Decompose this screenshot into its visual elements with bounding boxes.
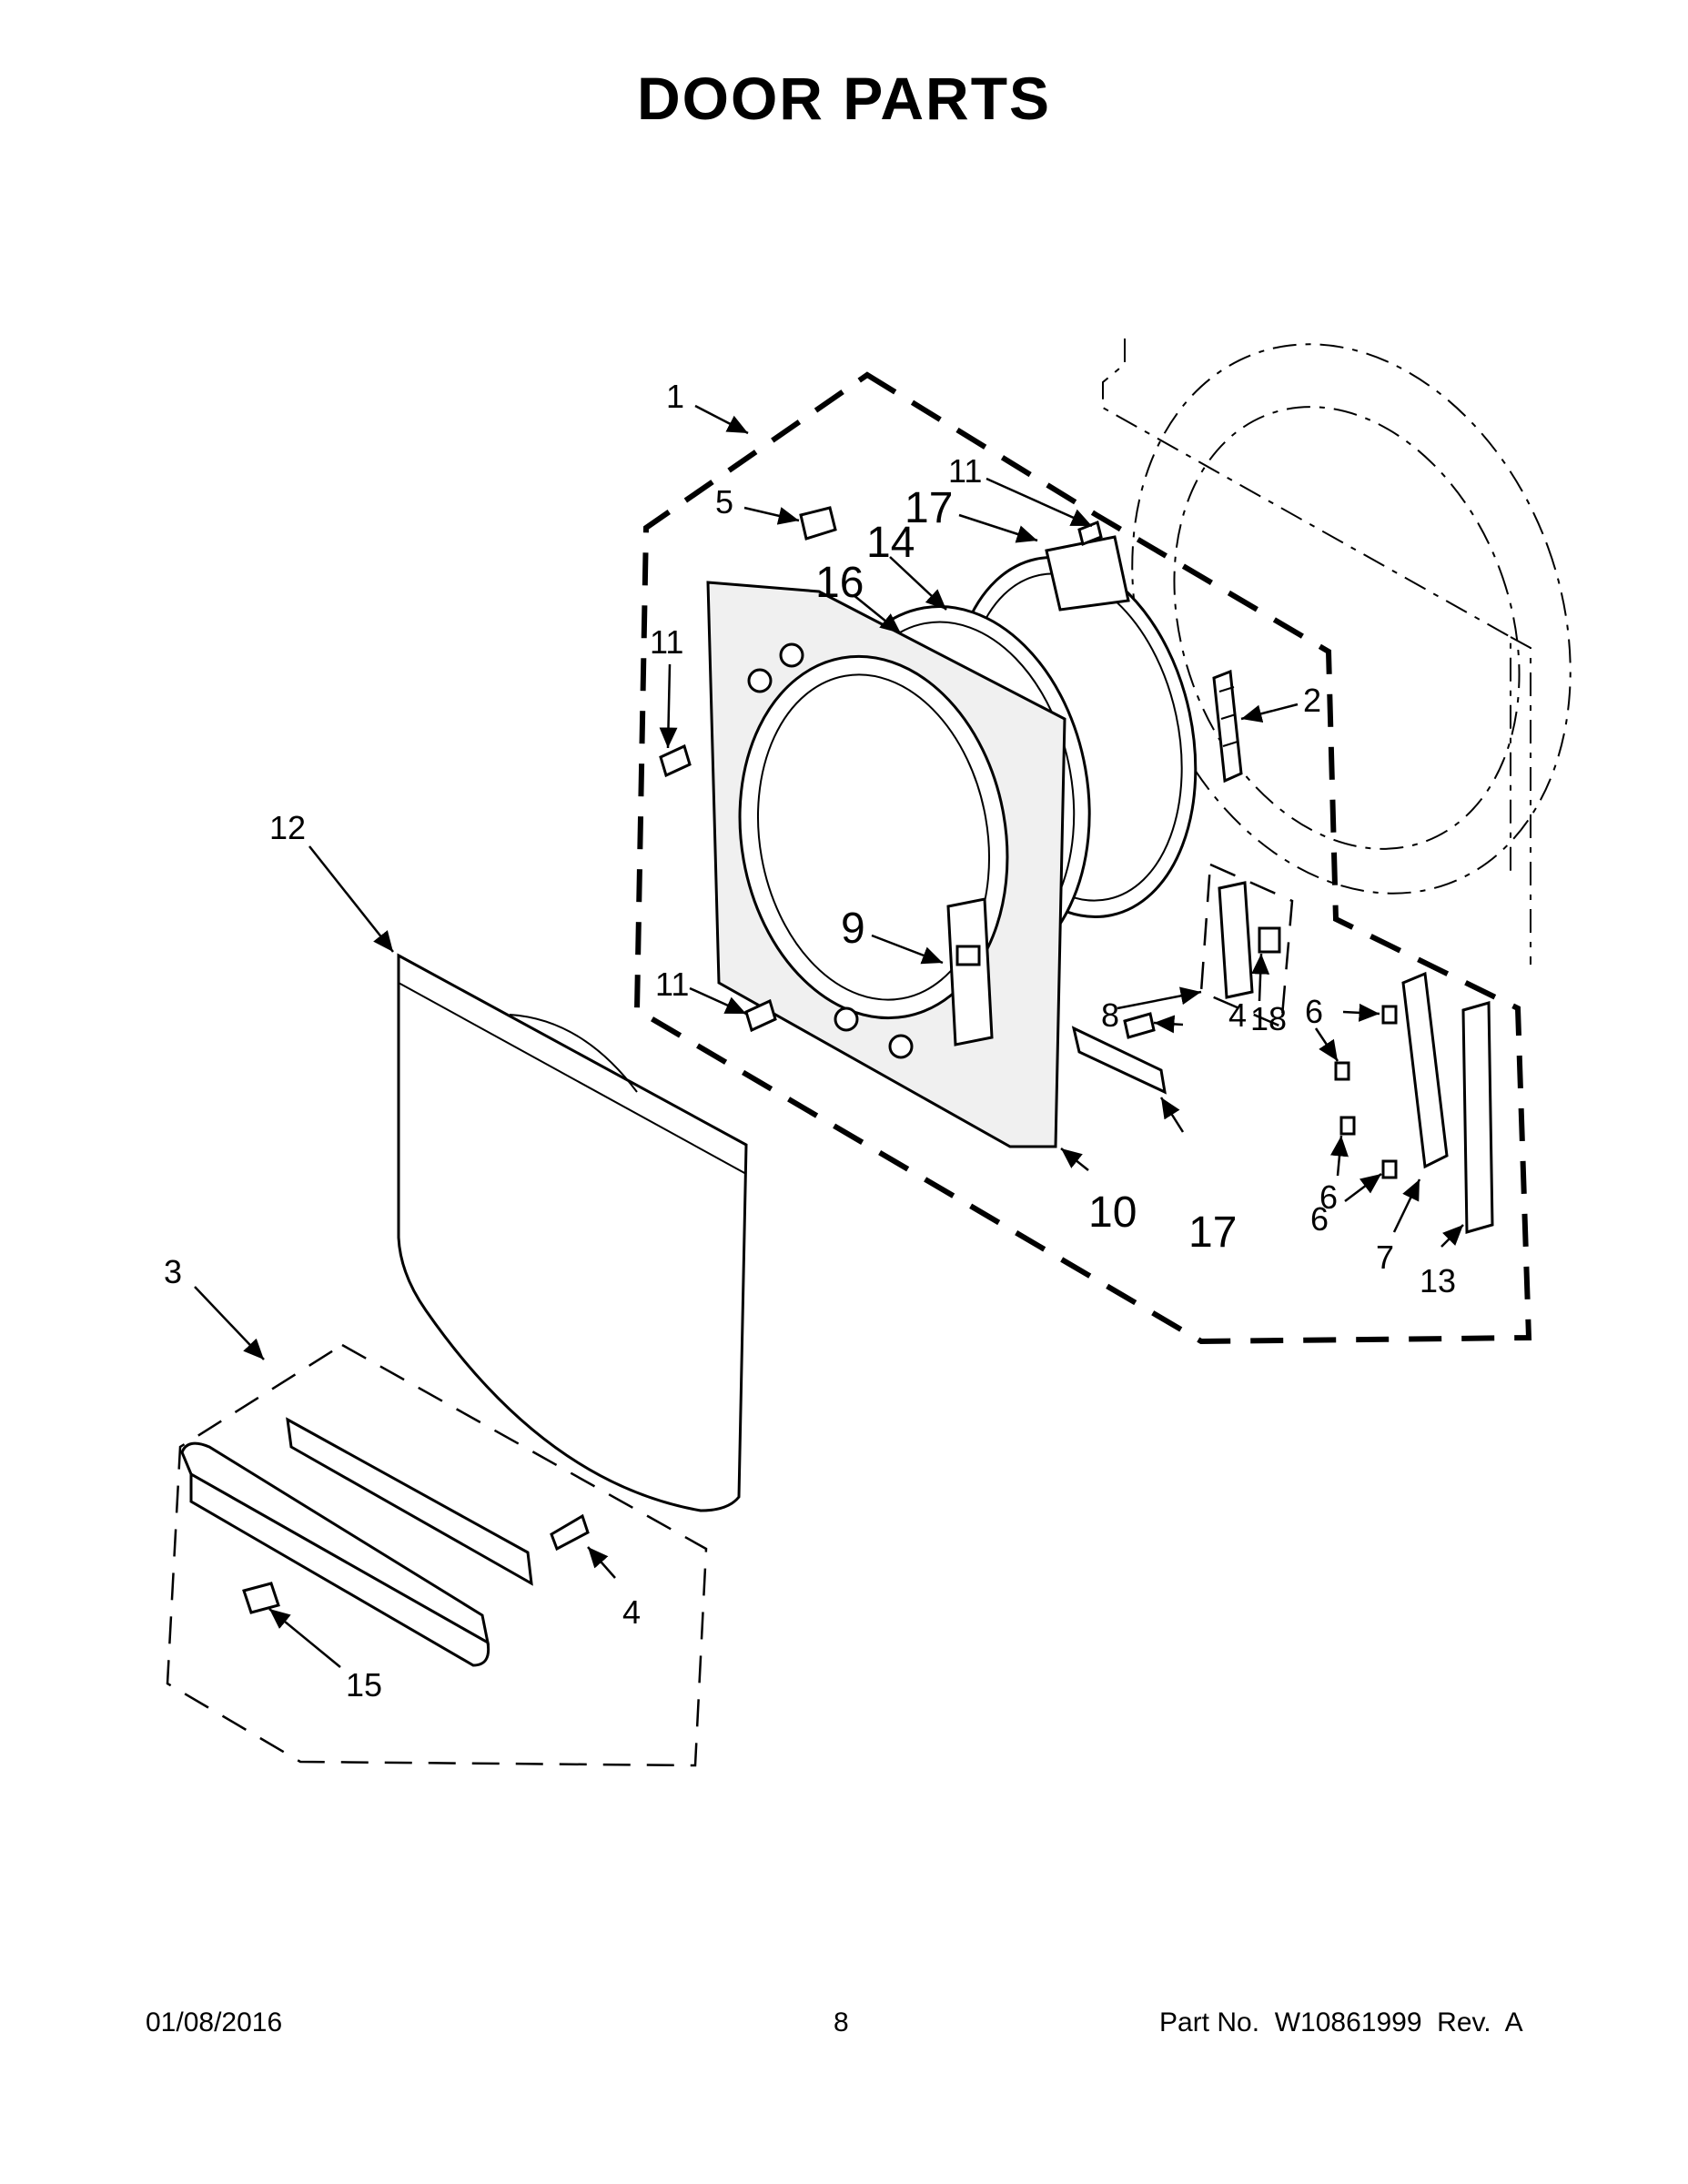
part-6-hinge-pins: [1334, 1005, 1398, 1179]
callout-6-mid: 6: [1319, 1178, 1338, 1216]
leader-lines: [194, 404, 1464, 1668]
footer-page-number: 8: [834, 2007, 849, 2037]
callout-11-lower: 11: [655, 966, 689, 1003]
footer-date: 01/08/2016: [146, 2007, 283, 2037]
part-3-handle-assembly: [180, 1417, 533, 1667]
callout-16: 16: [815, 559, 864, 607]
callout-12: 12: [269, 809, 306, 846]
part-13-mount-plate: [1461, 1001, 1494, 1234]
part-17-hinge: [1071, 1026, 1167, 1095]
callout-3: 3: [164, 1253, 182, 1290]
part-7-hinge-plate: [1401, 971, 1449, 1169]
callout-17-bottom: 17: [1188, 1208, 1237, 1257]
callout-4-lower: 4: [622, 1593, 641, 1631]
page-title: DOOR PARTS: [636, 65, 1052, 132]
callout-10: 10: [1088, 1188, 1137, 1237]
callout-6-top: 6: [1305, 993, 1323, 1030]
assembly-3-outline: [166, 1343, 708, 1767]
callout-11-top: 11: [948, 452, 982, 490]
part-4-screw-upper: [1123, 1012, 1156, 1039]
callout-8: 8: [1101, 996, 1119, 1034]
callout-7: 7: [1376, 1239, 1394, 1276]
part-8-latch-group: [1199, 863, 1294, 1028]
callout-13: 13: [1420, 1262, 1456, 1299]
part-4-screw-lower: [550, 1513, 590, 1552]
callout-5: 5: [715, 483, 733, 521]
callout-1: 1: [666, 378, 684, 415]
callout-14: 14: [866, 519, 915, 567]
callout-18: 18: [1250, 1000, 1287, 1037]
callout-2: 2: [1303, 682, 1321, 719]
callout-4-upper: 4: [1228, 996, 1247, 1034]
callout-6-bottom: 6: [1310, 1200, 1329, 1238]
part-12-outer-door: [397, 953, 748, 1512]
assembly-1-outline: [633, 371, 1532, 1345]
part-11-screws: [659, 520, 1103, 1033]
callout-17-top: 17: [905, 484, 953, 532]
callout-15: 15: [346, 1666, 382, 1704]
part-5-plug: [799, 506, 837, 541]
part-2-bracket: [1212, 669, 1243, 784]
callouts: 1 2 3 4 4 5 6 6 6 7 8 9 10 11 11 11 12 1…: [164, 378, 1456, 1704]
callout-9: 9: [841, 905, 865, 953]
footer-part-number: Part No. W10861999 Rev. A: [1159, 2007, 1523, 2037]
part-9-strike: [946, 897, 994, 1046]
callout-11-left: 11: [650, 623, 683, 661]
